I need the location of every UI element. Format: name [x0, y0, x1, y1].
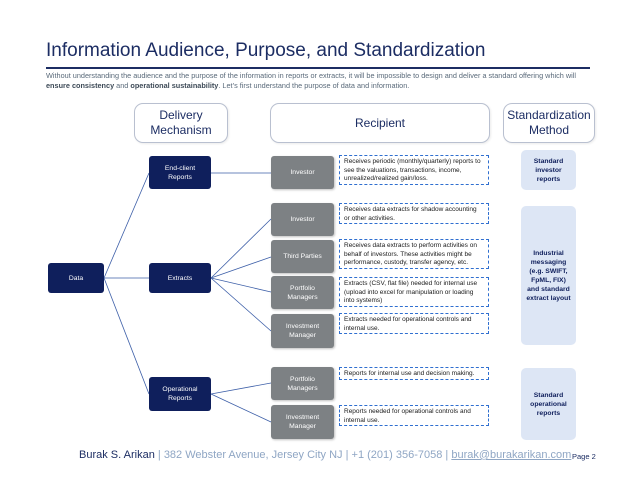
connector-operational-portfolio-managers	[210, 382, 272, 395]
title-divider	[46, 67, 590, 69]
standard-operational-reports-label: Standard operational reports	[530, 391, 567, 417]
footer-separator-2: |	[342, 449, 352, 461]
header-delivery-mechanism: Delivery Mechanism	[134, 103, 228, 143]
recipient-investment-manager-1: Investment Manager	[271, 314, 334, 348]
footer: Burak S. Arikan | 382 Webster Avenue, Je…	[79, 449, 571, 461]
connector-extracts-investment-manager	[210, 277, 272, 332]
recipient-portfolio-managers-1-label: Portfolio Managers	[287, 284, 318, 301]
connector-data-operational	[103, 277, 150, 395]
subtitle-text-2: and	[114, 81, 131, 90]
standard-operational-reports: Standard operational reports	[521, 368, 576, 440]
connector-data-end-client	[103, 172, 150, 279]
header-recipient-label: Recipient	[354, 115, 406, 130]
description-investor-extracts: Receives data extracts for shadow accoun…	[339, 203, 489, 224]
page-title: Information Audience, Purpose, and Stand…	[46, 40, 486, 61]
node-extracts-label: Extracts	[167, 274, 193, 282]
recipient-third-parties: Third Parties	[271, 240, 334, 273]
node-extracts: Extracts	[149, 263, 211, 293]
standard-industrial-messaging: Industrial messaging (e.g. SWIFT, FpML, …	[521, 206, 576, 345]
description-portfolio-managers-reports: Reports for internal use and decision ma…	[339, 367, 489, 380]
node-end-client-reports-label: End-client Reports	[164, 164, 196, 181]
page-subtitle: Without understanding the audience and t…	[46, 71, 594, 91]
node-end-client-reports: End-client Reports	[149, 156, 211, 189]
recipient-third-parties-label: Third Parties	[283, 253, 322, 260]
node-operational-reports: Operational Reports	[149, 377, 211, 411]
description-investor-reports: Receives periodic (monthly/quarterly) re…	[339, 155, 489, 185]
recipient-investment-manager-1-label: Investment Manager	[285, 323, 320, 339]
footer-name: Burak S. Arikan	[79, 449, 155, 461]
connector-extracts-third-parties	[210, 256, 272, 279]
recipient-investment-manager-2: Investment Manager	[271, 405, 334, 439]
connector-extracts-portfolio-managers	[210, 277, 272, 293]
header-recipient: Recipient	[270, 103, 490, 143]
footer-address: 382 Webster Avenue, Jersey City NJ	[163, 449, 343, 461]
footer-phone: +1 (201) 356-7058	[351, 449, 443, 461]
recipient-portfolio-managers-2: Portfolio Managers	[271, 367, 334, 400]
node-data: Data	[48, 263, 104, 293]
recipient-investor-2: Investor	[271, 203, 334, 236]
connector-extracts-investor2	[210, 218, 272, 279]
connector-operational-investment-manager	[210, 393, 272, 423]
description-portfolio-managers-extracts: Extracts (CSV, flat file) needed for int…	[339, 277, 489, 307]
header-standardization-method-label: Standardization Method	[507, 108, 591, 137]
node-data-label: Data	[68, 274, 84, 282]
standard-investor-reports-label: Standard investor reports	[533, 157, 564, 183]
recipient-investor-1: Investor	[271, 156, 334, 189]
standard-industrial-messaging-label: Industrial messaging (e.g. SWIFT, FpML, …	[526, 249, 571, 302]
footer-email-link[interactable]: burak@burakarikan.com	[451, 449, 572, 461]
subtitle-bold-2: operational sustainability	[130, 81, 219, 90]
subtitle-text-3: . Let’s first understand the purpose of …	[218, 81, 410, 90]
recipient-portfolio-managers-2-label: Portfolio Managers	[287, 375, 318, 392]
recipient-investment-manager-2-label: Investment Manager	[285, 414, 320, 430]
recipient-portfolio-managers-1: Portfolio Managers	[271, 276, 334, 309]
recipient-investor-2-label: Investor	[290, 216, 315, 223]
description-investment-manager-extracts: Extracts needed for operational controls…	[339, 313, 489, 334]
node-operational-reports-label: Operational Reports	[162, 386, 198, 402]
subtitle-text-1: Without understanding the audience and t…	[46, 71, 577, 80]
standard-investor-reports: Standard investor reports	[521, 150, 576, 190]
recipient-investor-1-label: Investor	[290, 169, 315, 176]
subtitle-bold-1: ensure consistency	[46, 81, 115, 90]
page-number: Page 2	[572, 452, 596, 461]
description-third-parties: Receives data extracts to perform activi…	[339, 239, 489, 269]
description-investment-manager-reports: Reports needed for operational controls …	[339, 405, 489, 426]
footer-separator-1: |	[154, 449, 164, 461]
header-standardization-method: Standardization Method	[503, 103, 595, 143]
footer-separator-3: |	[442, 449, 452, 461]
header-delivery-mechanism-label: Delivery Mechanism	[150, 108, 212, 137]
